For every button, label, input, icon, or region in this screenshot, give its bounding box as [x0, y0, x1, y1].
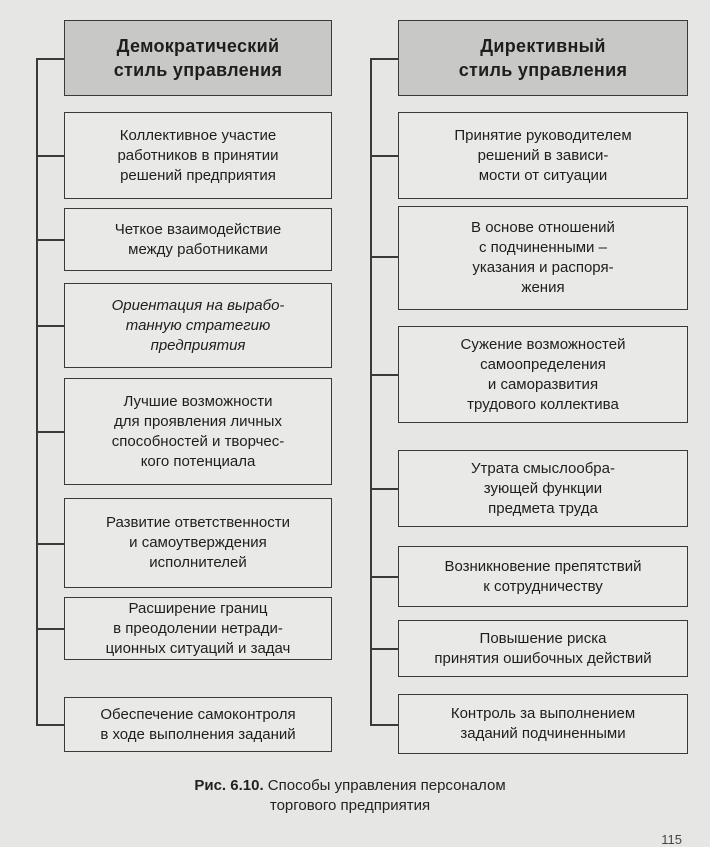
democratic-style-header: Демократический стиль управления [64, 20, 332, 96]
right-branch-line [370, 724, 398, 726]
democratic-item-clear-interaction: Четкое взаимодействие между работниками [64, 208, 332, 271]
democratic-item-collective-participation: Коллективное участие работников в принят… [64, 112, 332, 199]
directive-style-header: Директивный стиль управления [398, 20, 688, 96]
left-branch-line [36, 543, 64, 545]
democratic-item-strategy-orientation: Ориентация на вырабо- танную стратегию п… [64, 283, 332, 368]
left-branch-line [36, 58, 64, 60]
directive-item-increased-risk: Повышение риска принятия ошибочных дейст… [398, 620, 688, 677]
right-branch-line [370, 576, 398, 578]
left-branch-line [36, 724, 64, 726]
directive-item-narrowing-opportunities: Сужение возможностей самоопределения и с… [398, 326, 688, 423]
right-branch-line [370, 256, 398, 258]
figure-caption: Рис. 6.10. Способы управления персоналом… [100, 776, 600, 816]
democratic-item-expanding-boundaries: Расширение границ в преодолении нетради-… [64, 597, 332, 660]
directive-item-obstacles-to-cooperation: Возникновение препятствий к сотрудничест… [398, 546, 688, 607]
right-branch-line [370, 155, 398, 157]
democratic-item-self-control: Обеспечение самоконтроля в ходе выполнен… [64, 697, 332, 752]
left-branch-line [36, 239, 64, 241]
right-branch-line [370, 488, 398, 490]
figure-label: Рис. 6.10. [194, 777, 264, 794]
directive-item-control-of-tasks: Контроль за выполнением заданий подчинен… [398, 694, 688, 754]
right-branch-line [370, 58, 398, 60]
democratic-item-responsibility: Развитие ответственности и самоутвержден… [64, 498, 332, 588]
right-branch-line [370, 648, 398, 650]
left-branch-line [36, 155, 64, 157]
caption-line-2: торгового предприятия [269, 797, 431, 814]
left-branch-line [36, 325, 64, 327]
left-branch-line [36, 628, 64, 630]
directive-item-loss-of-meaning: Утрата смыслообра- зующей функции предме… [398, 450, 688, 527]
right-branch-line [370, 374, 398, 376]
page-number: 115 [661, 832, 682, 847]
left-spine-line [36, 58, 38, 726]
democratic-item-better-opportunities: Лучшие возможности для проявления личных… [64, 378, 332, 485]
directive-item-situational-decisions: Принятие руководителем решений в зависи-… [398, 112, 688, 199]
directive-item-orders-instructions: В основе отношений с подчиненными – указ… [398, 206, 688, 310]
caption-line-1: Способы управления персоналом [267, 777, 506, 794]
right-spine-line [370, 58, 372, 726]
left-branch-line [36, 431, 64, 433]
